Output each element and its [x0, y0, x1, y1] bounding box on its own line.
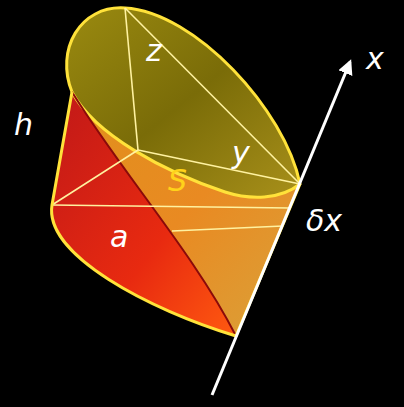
- solid-outline: [52, 92, 300, 336]
- height-label: z: [146, 36, 162, 66]
- area-label: S: [168, 166, 187, 196]
- thickness-label: δx: [306, 206, 342, 236]
- length-label: y: [232, 138, 250, 168]
- axis-label: x: [366, 44, 384, 74]
- cut-edge: [72, 92, 236, 336]
- slice-lines: [52, 8, 300, 231]
- length-label: a: [110, 222, 128, 252]
- height-label: h: [14, 110, 33, 140]
- top-surface: [67, 8, 300, 197]
- x-axis-arrow: [212, 62, 350, 395]
